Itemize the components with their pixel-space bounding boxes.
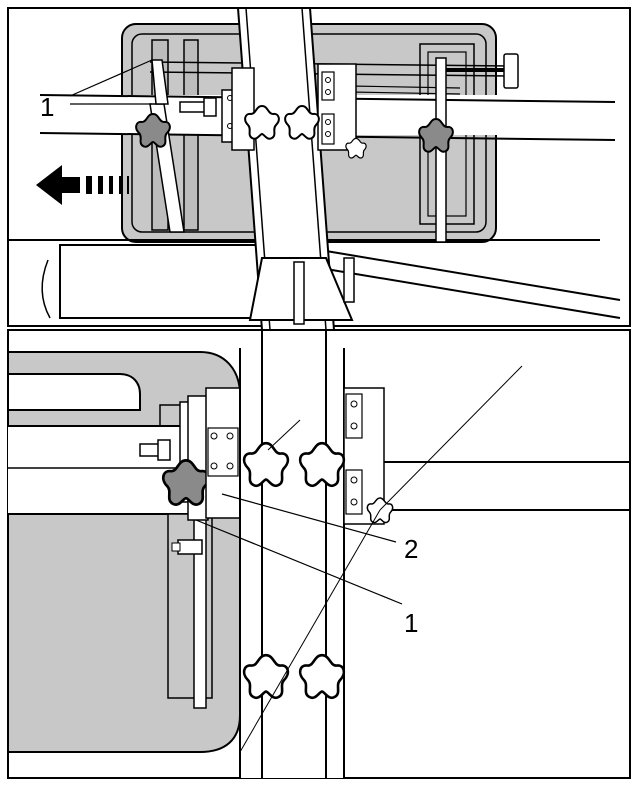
callout-2: 2 bbox=[221, 493, 418, 564]
top-panel: 1 bbox=[7, 7, 631, 331]
callout-label: 1 bbox=[40, 92, 54, 122]
bottom-panel: 2 1 bbox=[7, 329, 631, 779]
callout-label: 1 bbox=[404, 608, 418, 638]
callout-1-top: 1 bbox=[40, 59, 153, 122]
callout-1-bottom: 1 bbox=[195, 519, 418, 638]
callout-label: 2 bbox=[404, 534, 418, 564]
direction-arrow-icon bbox=[36, 165, 129, 205]
